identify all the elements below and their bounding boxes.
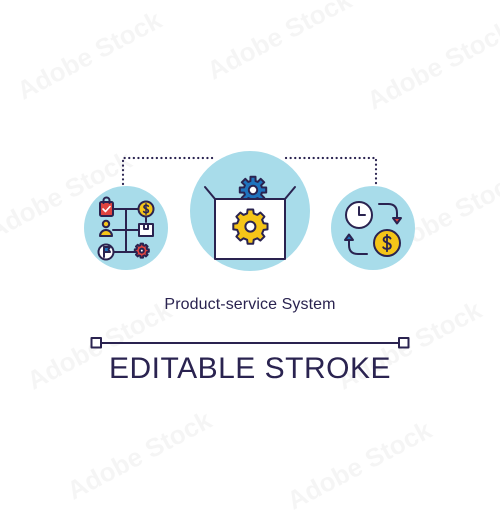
time-to-money-exchange-icon [344, 201, 402, 257]
person-icon [99, 219, 113, 237]
gear-icon [133, 242, 150, 259]
concept-caption: Product-service System [164, 296, 336, 313]
flag-icon [97, 243, 115, 261]
dotted-connector [121, 156, 378, 186]
shopping-bag-icon [99, 196, 114, 217]
concept-illustration [84, 151, 415, 349]
right-circle-background [331, 186, 415, 270]
editable-stroke-line [90, 337, 410, 349]
editable-stroke-label: EDITABLE STROKE [108, 352, 391, 385]
dollar-coin-icon [373, 229, 401, 257]
package-icon [138, 223, 154, 237]
clock-icon [345, 201, 373, 229]
main-gear-icon [232, 208, 269, 245]
workflow-network-icon [97, 196, 155, 261]
box-with-gears-icon [204, 175, 296, 260]
arrow-up-icon [344, 233, 368, 255]
arrow-down-icon [378, 203, 402, 225]
dollar-coin-icon [137, 200, 155, 218]
